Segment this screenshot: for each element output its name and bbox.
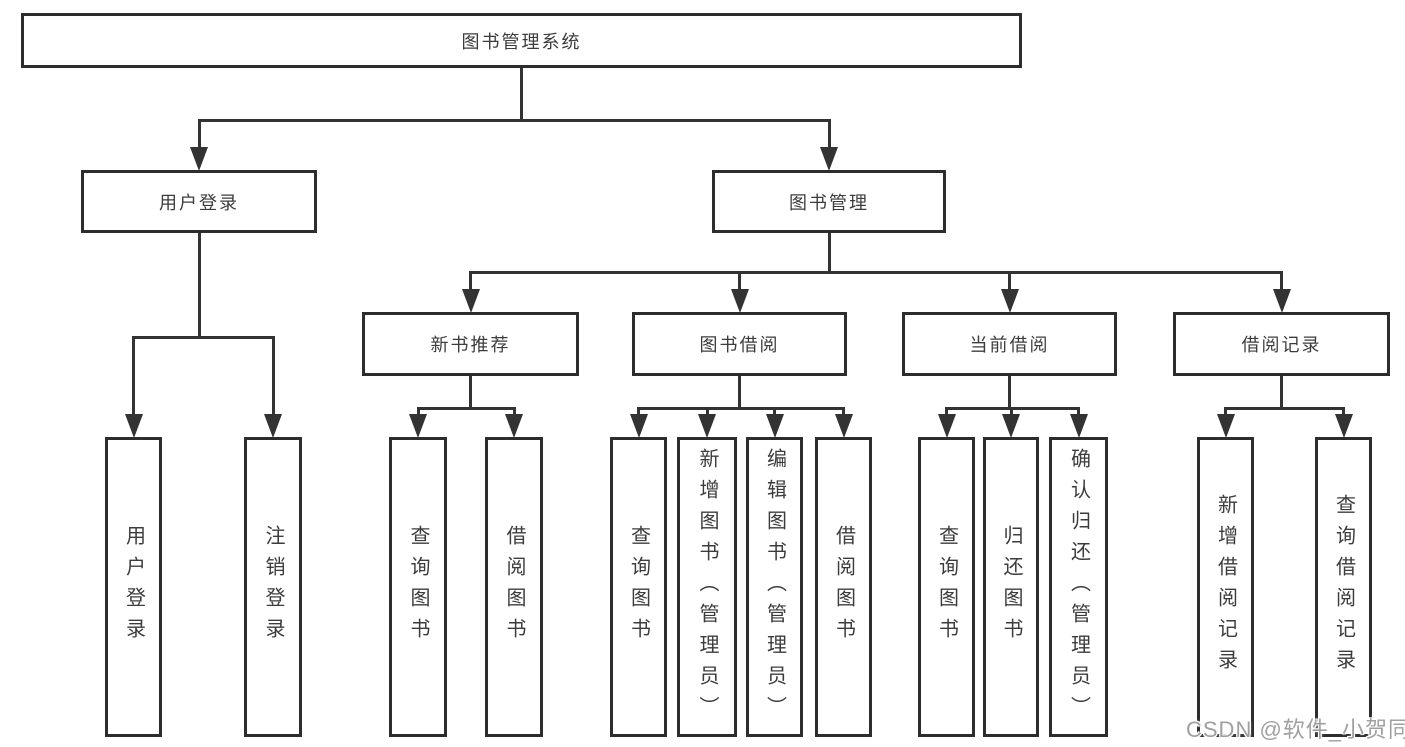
connector-rail-new-book-recommend: [416, 407, 516, 410]
arrow-into-leaf-borrow-books-2: [834, 414, 853, 438]
connector-stub-user-login: [197, 232, 201, 339]
connector-stub-borrowing-records: [1280, 375, 1283, 410]
leaf-add-borrowing-record: 新增借阅记录: [1197, 437, 1254, 737]
box-book-management: 图书管理: [712, 170, 946, 233]
leaf-query-books-borrowing-label: 查询图书: [627, 525, 650, 649]
box-user-login-label: 用户登录: [159, 192, 239, 213]
connector-drop-leaf-add-books: [705, 407, 709, 417]
arrow-into-leaf-add-record: [1216, 414, 1235, 438]
arrow-into-leaf-borrow-books-1: [505, 414, 523, 438]
connector-drop-leaf-borrow-books-2: [842, 407, 845, 417]
leaf-confirm-return-admin-label: 确认归还（管理员）: [1067, 447, 1090, 727]
connector-drop-leaf-add-record: [1224, 407, 1227, 417]
connector-rail-user-login: [132, 336, 275, 339]
connector-drop-leaf-query-books-2: [637, 407, 640, 417]
connector-stub-new-book-recommend: [469, 375, 472, 410]
leaf-query-books-recommend-label: 查询图书: [407, 525, 429, 649]
arrow-into-book-borrowing: [730, 289, 749, 313]
arrow-into-borrowing-records: [1272, 289, 1291, 313]
connector-drop-borrowing-records: [1280, 271, 1283, 292]
arrow-into-leaf-confirm-return: [1069, 414, 1088, 438]
leaf-query-books-current: 查询图书: [918, 437, 975, 737]
box-book-borrowing: 图书借阅: [632, 312, 847, 376]
box-borrowing-records: 借阅记录: [1173, 312, 1390, 376]
connector-drop-leaf-user-login: [132, 336, 135, 417]
box-user-login: 用户登录: [81, 170, 317, 233]
leaf-borrow-books-borrowing: 借阅图书: [815, 437, 872, 737]
connector-drop-leaf-logout: [271, 336, 275, 417]
connector-rail-current-borrowing: [945, 407, 1080, 410]
csdn-watermark: CSDN @软件_小贺同学: [1186, 717, 1405, 742]
leaf-query-books-current-label: 查询图书: [935, 525, 958, 649]
connector-drop-book-borrowing: [738, 271, 741, 292]
leaf-query-books-borrowing: 查询图书: [610, 437, 667, 737]
box-new-book-recommend-label: 新书推荐: [430, 335, 511, 355]
connector-drop-leaf-borrow-books-1: [512, 407, 516, 417]
leaf-borrow-books-recommend-label: 借阅图书: [503, 525, 525, 649]
connector-drop-new-book-recommend: [469, 271, 472, 292]
connector-stub-current-borrowing: [1008, 375, 1011, 410]
connector-stub-book-management: [827, 232, 831, 274]
leaf-return-books: 归还图书: [983, 437, 1039, 737]
connector-rail-borrowing-records: [1224, 407, 1345, 410]
box-new-book-recommend: 新书推荐: [362, 312, 579, 376]
connector-drop-book-management: [827, 119, 831, 150]
leaf-return-books-label: 归还图书: [1000, 525, 1022, 649]
leaf-add-borrowing-record-label: 新增借阅记录: [1214, 494, 1237, 680]
leaf-user-login-label: 用户登录: [122, 525, 145, 649]
connector-drop-leaf-edit-books: [773, 407, 776, 417]
leaf-borrow-books-borrowing-label: 借阅图书: [832, 525, 855, 649]
arrow-into-user-login: [190, 147, 208, 171]
connector-drop-leaf-query-books-3: [945, 407, 948, 417]
leaf-confirm-return-admin: 确认归还（管理员）: [1049, 437, 1108, 737]
arrow-into-leaf-add-books: [698, 414, 716, 438]
arrow-into-leaf-return-books: [1002, 414, 1020, 438]
connector-drop-current-borrowing: [1008, 271, 1011, 292]
arrow-into-new-book-recommend: [461, 289, 480, 313]
root-box-library-management-system: 图书管理系统: [21, 13, 1022, 68]
box-current-borrowing-label: 当前借阅: [969, 335, 1050, 355]
connector-drop-leaf-query-books-1: [416, 407, 420, 417]
box-current-borrowing: 当前借阅: [902, 312, 1117, 376]
arrow-into-leaf-logout: [264, 414, 282, 438]
connector-drop-leaf-query-record: [1342, 407, 1345, 417]
connector-drop-leaf-return-books: [1009, 407, 1013, 417]
box-book-borrowing-label: 图书借阅: [699, 335, 780, 355]
arrow-into-current-borrowing: [1000, 289, 1019, 313]
arrow-into-leaf-edit-books: [765, 414, 784, 438]
leaf-logout-login-label: 注销登录: [262, 525, 284, 649]
leaf-logout-login: 注销登录: [244, 437, 302, 737]
leaf-borrow-books-recommend: 借阅图书: [485, 437, 543, 737]
leaf-query-books-recommend: 查询图书: [389, 437, 447, 737]
connector-rail-book-borrowing: [637, 407, 845, 410]
connector-drop-user-login: [197, 119, 201, 150]
root-box-library-management-system-label: 图书管理系统: [461, 31, 582, 52]
leaf-add-books-admin-label: 新增图书（管理员）: [696, 447, 718, 727]
connector-rail-root: [197, 119, 831, 122]
arrow-into-book-management: [820, 147, 838, 171]
arrow-into-leaf-user-login: [124, 414, 143, 438]
leaf-query-borrowing-record: 查询借阅记录: [1315, 437, 1372, 737]
leaf-edit-books-admin: 编辑图书（管理员）: [746, 437, 803, 737]
connector-drop-leaf-confirm-return: [1077, 407, 1080, 417]
arrow-into-leaf-query-books-1: [409, 414, 427, 438]
leaf-user-login: 用户登录: [105, 437, 162, 737]
arrow-into-leaf-query-record: [1334, 414, 1353, 438]
leaf-add-books-admin: 新增图书（管理员）: [677, 437, 737, 737]
leaf-edit-books-admin-label: 编辑图书（管理员）: [763, 447, 786, 727]
connector-stub-root: [520, 67, 523, 122]
arrow-into-leaf-query-books-3: [937, 414, 956, 438]
leaf-query-borrowing-record-label: 查询借阅记录: [1332, 494, 1355, 680]
connector-stub-book-borrowing: [738, 375, 741, 410]
arrow-into-leaf-query-books-2: [629, 414, 648, 438]
connector-rail-book-management: [469, 271, 1283, 274]
box-book-management-label: 图书管理: [789, 192, 869, 213]
box-borrowing-records-label: 借阅记录: [1241, 335, 1322, 355]
